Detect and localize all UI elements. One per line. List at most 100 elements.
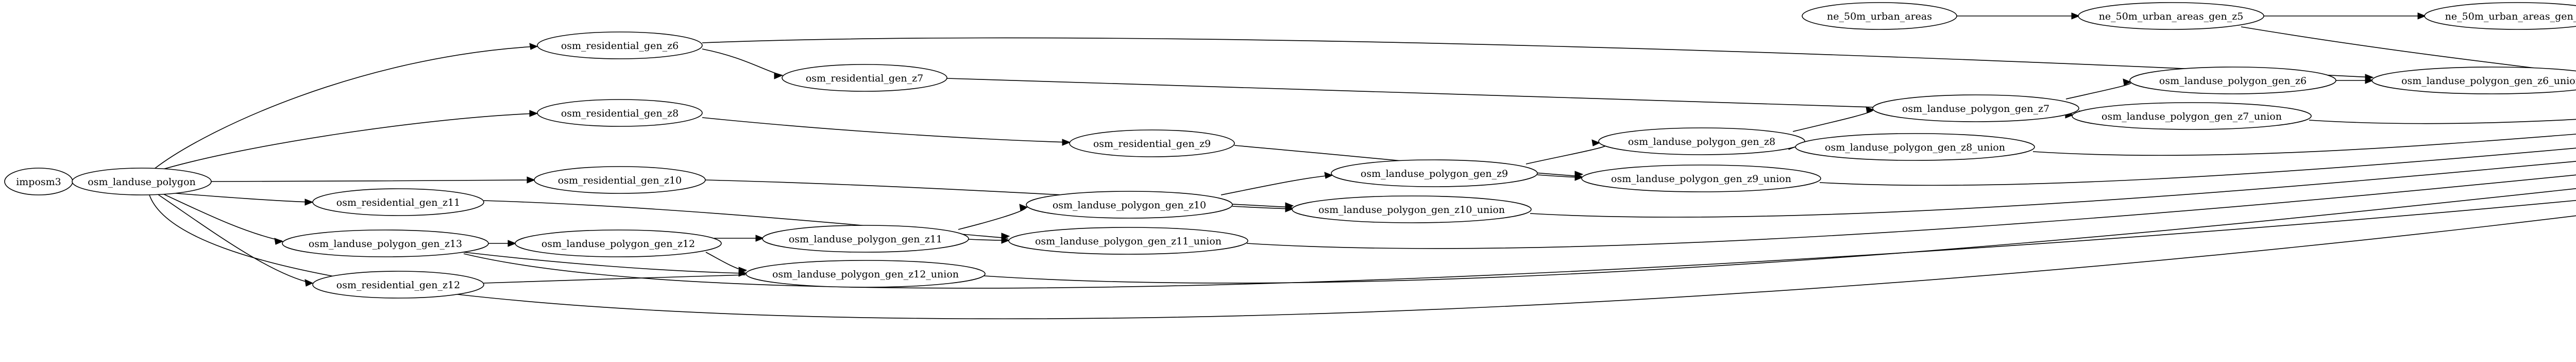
node-label-osm_landuse_polygon_gen_z9_union: osm_landuse_polygon_gen_z9_union xyxy=(1611,173,1791,185)
edge-lp_z10u-to-rec xyxy=(1530,161,2576,218)
node-shape-osm_residential_gen_z6 xyxy=(537,31,703,59)
node-osm_landuse_polygon_gen_z10_union[interactable]: osm_landuse_polygon_gen_z10_union xyxy=(1292,195,1532,223)
node-shape-osm_landuse_polygon_gen_z12 xyxy=(515,229,722,257)
node-shape-osm_residential_gen_z9 xyxy=(1069,129,1235,157)
node-osm_landuse_polygon_gen_z8[interactable]: osm_landuse_polygon_gen_z8 xyxy=(1598,127,1805,155)
node-label-osm_landuse_polygon_gen_z7: osm_landuse_polygon_gen_z7 xyxy=(1902,103,2049,114)
node-shape-osm_landuse_polygon_gen_z7_union xyxy=(2072,102,2312,130)
node-osm_landuse_polygon[interactable]: osm_landuse_polygon xyxy=(72,168,212,195)
node-shape-osm_landuse_polygon xyxy=(72,168,212,195)
edge-olp-to-res_z10 xyxy=(211,179,534,182)
edge-lp_z7-to-lp_z6 xyxy=(2065,81,2132,100)
node-osm_landuse_polygon_gen_z7[interactable]: osm_landuse_polygon_gen_z7 xyxy=(1872,94,2079,122)
ah-lp_z12-arrow-icon xyxy=(507,240,517,247)
edge-olp-to-lp_z13 xyxy=(159,192,282,241)
node-ne_50m_urban_areas_gen_z4[interactable]: ne_50m_urban_areas_gen_z4 xyxy=(2424,2,2576,30)
node-shape-osm_residential_gen_z11 xyxy=(312,188,484,216)
edge-lp_z10-to-lp_z9 xyxy=(1221,175,1332,195)
ah-lp_z10-arrow-icon xyxy=(1019,204,1028,211)
ah-ne_z5-arrow-icon xyxy=(2071,12,2080,20)
node-osm_residential_gen_z9[interactable]: osm_residential_gen_z9 xyxy=(1069,129,1235,157)
node-shape-ne_50m_urban_areas_gen_z5 xyxy=(2078,2,2264,30)
edge-olp-to-res_z12 xyxy=(157,193,312,284)
ah-res_z12-arrow-icon xyxy=(304,279,314,287)
node-shape-osm_landuse_polygon_gen_z12_union xyxy=(745,260,986,288)
ah-res_z6-arrow-icon xyxy=(529,43,538,50)
ah-lp_z11u-b-arrow-icon xyxy=(1001,233,1010,240)
node-label-osm_landuse_polygon_gen_z13: osm_landuse_polygon_gen_z13 xyxy=(309,238,462,250)
node-osm_landuse_polygon_gen_z6_union[interactable]: osm_landuse_polygon_gen_z6_union xyxy=(2371,67,2576,94)
node-shape-osm_residential_gen_z12 xyxy=(312,271,484,299)
node-shape-osm_landuse_polygon_gen_z10_union xyxy=(1292,195,1532,223)
edge-res_z6-to-res_z7 xyxy=(702,48,782,76)
node-osm_residential_gen_z7[interactable]: osm_residential_gen_z7 xyxy=(782,64,947,92)
ah-res_z11-arrow-icon xyxy=(304,199,314,206)
node-osm_residential_gen_z11[interactable]: osm_residential_gen_z11 xyxy=(312,188,484,216)
ah-lp_z6-arrow-icon xyxy=(2123,78,2132,86)
node-osm_landuse_polygon_gen_z12[interactable]: osm_landuse_polygon_gen_z12 xyxy=(515,229,722,257)
node-osm_residential_gen_z8[interactable]: osm_residential_gen_z8 xyxy=(537,99,703,127)
node-label-osm_landuse_polygon_gen_z12_union: osm_landuse_polygon_gen_z12_union xyxy=(772,269,959,280)
node-osm_landuse_polygon_gen_z13[interactable]: osm_landuse_polygon_gen_z13 xyxy=(282,229,489,257)
node-label-osm_landuse_polygon_gen_z8_union: osm_landuse_polygon_gen_z8_union xyxy=(1825,142,2005,153)
node-ne_50m_urban_areas_gen_z5[interactable]: ne_50m_urban_areas_gen_z5 xyxy=(2078,2,2264,30)
edge-lp_z8u-to-rec xyxy=(2032,134,2576,156)
node-ne_50m_urban_areas[interactable]: ne_50m_urban_areas xyxy=(1802,2,1957,30)
node-label-osm_landuse_polygon_gen_z11: osm_landuse_polygon_gen_z11 xyxy=(789,234,942,245)
edge-lp_z9-to-lp_z8 xyxy=(1526,142,1608,164)
ah-lp_z11-arrow-icon xyxy=(755,235,765,242)
node-imposm3[interactable]: imposm3 xyxy=(4,168,73,195)
node-shape-osm_landuse_polygon_gen_z13 xyxy=(282,229,489,257)
edge-lp_z13-to-lp_z12u xyxy=(463,252,746,274)
node-osm_landuse_polygon_gen_z8_union[interactable]: osm_landuse_polygon_gen_z8_union xyxy=(1795,133,2035,161)
node-label-osm_landuse_polygon_gen_z6: osm_landuse_polygon_gen_z6 xyxy=(2159,75,2307,87)
node-label-osm_residential_gen_z10: osm_residential_gen_z10 xyxy=(558,175,682,186)
node-shape-osm_residential_gen_z10 xyxy=(534,166,706,194)
edge-olp-to-res_z11 xyxy=(170,192,312,203)
edge-olp-to-res_z8 xyxy=(159,113,536,171)
node-shape-osm_landuse_polygon_gen_z7 xyxy=(1872,94,2079,122)
ah-res_z8-arrow-icon xyxy=(529,110,538,117)
node-osm_landuse_polygon_gen_z11_union[interactable]: osm_landuse_polygon_gen_z11_union xyxy=(1008,227,1248,255)
edge-lp_z11-to-lp_z10 xyxy=(958,207,1027,230)
edge-olp-to-res_z6 xyxy=(154,46,536,169)
node-osm_landuse_polygon_gen_z9[interactable]: osm_landuse_polygon_gen_z9 xyxy=(1331,159,1538,187)
node-shape-osm_landuse_polygon_gen_z11_union xyxy=(1008,227,1248,255)
node-label-osm_residential_gen_z8: osm_residential_gen_z8 xyxy=(561,108,679,119)
edge-res_z12-to-lp_z12u xyxy=(483,274,746,284)
nodes-layer: imposm3 osm_landuse_polygon osm_residentia… xyxy=(4,2,2576,299)
ah-lp_z12u-b-arrow-icon xyxy=(738,267,748,274)
node-label-ne_50m_urban_areas_gen_z5: ne_50m_urban_areas_gen_z5 xyxy=(2099,11,2244,22)
node-label-osm_landuse_polygon_gen_z10: osm_landuse_polygon_gen_z10 xyxy=(1053,200,1206,211)
edge-ne_z5-to-rec xyxy=(2241,26,2576,74)
node-label-osm_residential_gen_z11: osm_residential_gen_z11 xyxy=(336,197,460,208)
node-osm_residential_gen_z10[interactable]: osm_residential_gen_z10 xyxy=(534,166,706,194)
node-shape-osm_landuse_polygon_gen_z11 xyxy=(762,225,969,253)
node-osm_landuse_polygon_gen_z11[interactable]: osm_landuse_polygon_gen_z11 xyxy=(762,225,969,253)
edge-lp_z13-to-rec xyxy=(463,200,2576,289)
edge-lp_z7u-to-rec xyxy=(2309,119,2576,124)
node-label-osm_landuse_polygon_gen_z12: osm_landuse_polygon_gen_z12 xyxy=(541,238,695,250)
node-shape-ne_50m_urban_areas_gen_z4 xyxy=(2424,2,2576,30)
edge-lp_z8-to-lp_z7 xyxy=(1792,109,1873,132)
node-osm_residential_gen_z12[interactable]: osm_residential_gen_z12 xyxy=(312,271,484,299)
node-osm_landuse_polygon_gen_z12_union[interactable]: osm_landuse_polygon_gen_z12_union xyxy=(745,260,986,288)
ah-lp_z7-arrow-icon xyxy=(1866,106,1875,113)
node-label-ne_50m_urban_areas: ne_50m_urban_areas xyxy=(1827,11,1932,22)
node-osm_residential_gen_z6[interactable]: osm_residential_gen_z6 xyxy=(537,31,703,59)
ah-res_z7-arrow-icon xyxy=(774,72,784,79)
node-shape-osm_landuse_polygon_gen_z8 xyxy=(1598,127,1805,155)
node-osm_landuse_polygon_gen_z7_union[interactable]: osm_landuse_polygon_gen_z7_union xyxy=(2072,102,2312,130)
node-label-osm_landuse_polygon_gen_z11_union: osm_landuse_polygon_gen_z11_union xyxy=(1035,236,1222,247)
node-osm_landuse_polygon_gen_z9_union[interactable]: osm_landuse_polygon_gen_z9_union xyxy=(1581,164,1821,192)
node-label-osm_landuse_polygon_gen_z10_union: osm_landuse_polygon_gen_z10_union xyxy=(1318,204,1505,216)
ah-res_z10-arrow-icon xyxy=(527,176,536,184)
node-osm_landuse_polygon_gen_z10[interactable]: osm_landuse_polygon_gen_z10 xyxy=(1026,191,1233,219)
node-label-osm_residential_gen_z7: osm_residential_gen_z7 xyxy=(806,73,923,84)
node-osm_landuse_polygon_gen_z6[interactable]: osm_landuse_polygon_gen_z6 xyxy=(2129,67,2336,94)
node-label-osm_landuse_polygon: osm_landuse_polygon xyxy=(88,176,196,188)
ah-lp_z8-arrow-icon xyxy=(1591,139,1601,146)
node-label-osm_residential_gen_z6: osm_residential_gen_z6 xyxy=(561,40,679,52)
node-shape-osm_landuse_polygon_gen_z8_union xyxy=(1795,133,2035,161)
